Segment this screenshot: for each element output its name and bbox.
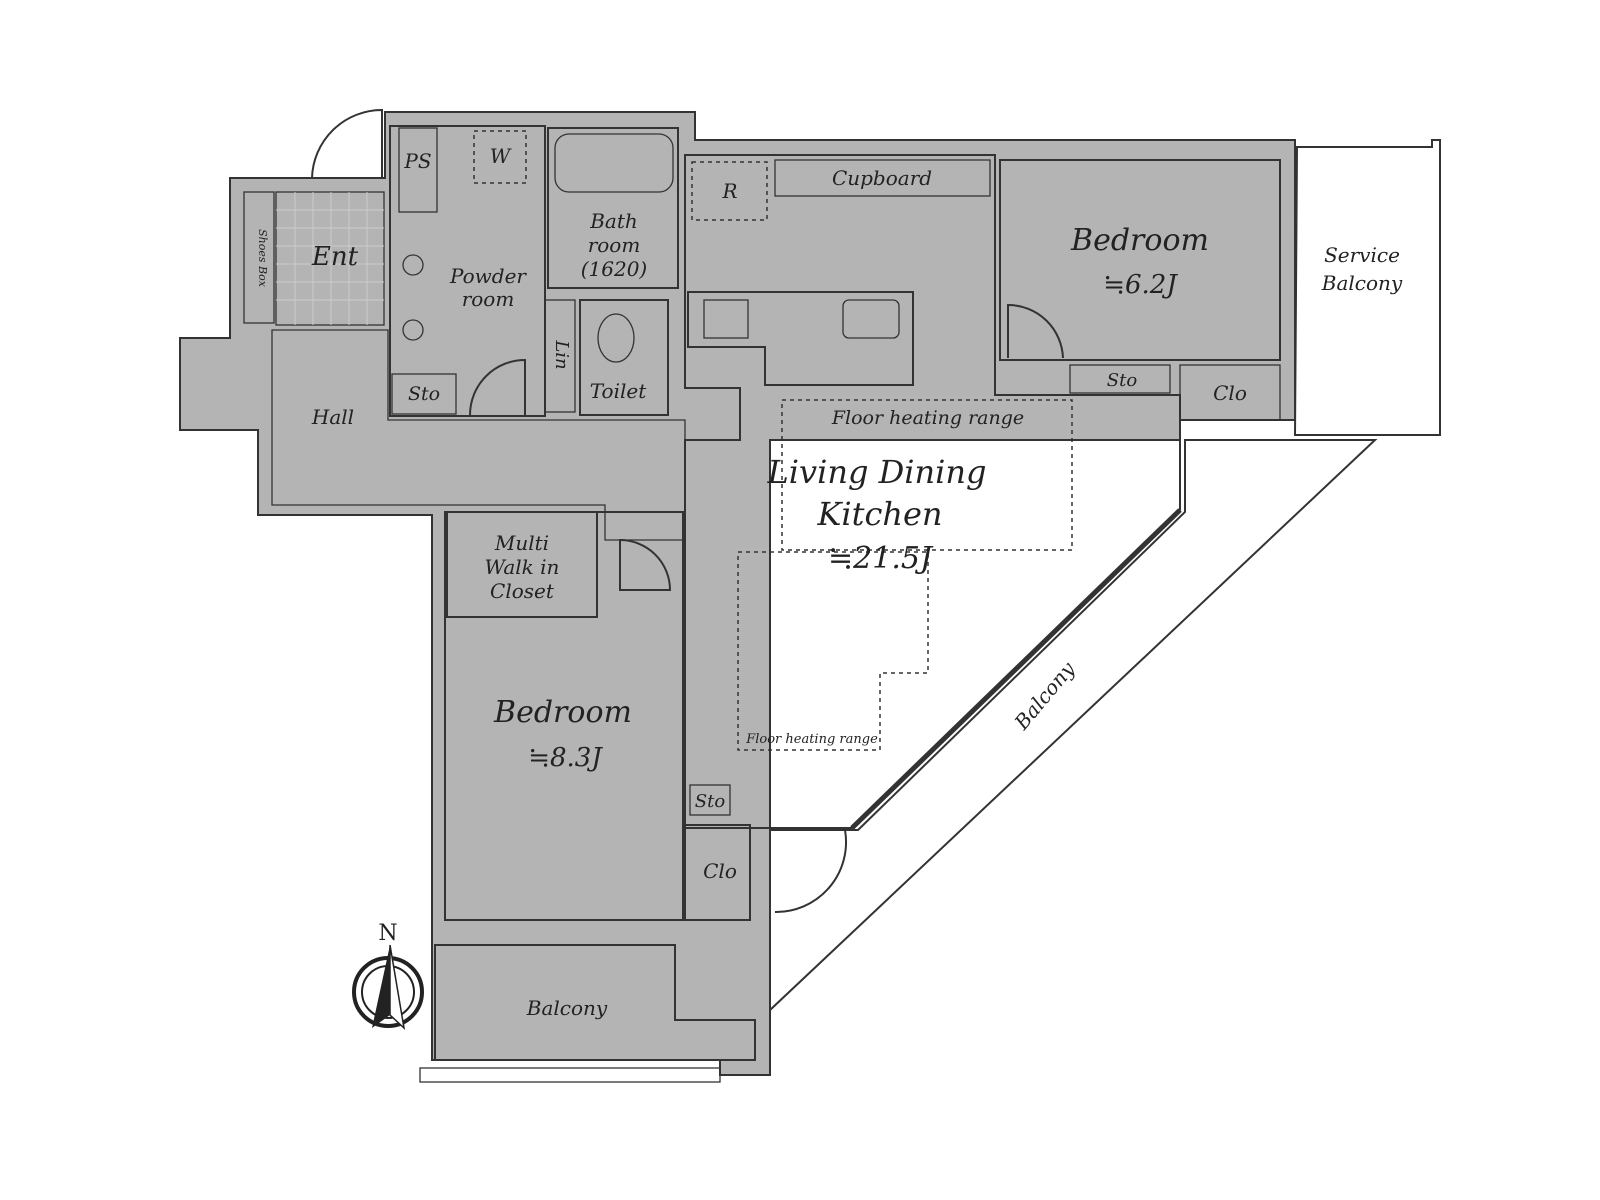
storage-label: Sto: [408, 383, 440, 405]
bathroom: [547, 127, 679, 289]
closet-bedroom-2: [684, 824, 751, 921]
toilet-room: [579, 299, 669, 416]
storage-label: Sto: [695, 791, 726, 812]
storage-label: Sto: [1107, 370, 1138, 391]
shoes-box-label: Shoes Box: [256, 229, 269, 288]
floor-heating-range: [737, 551, 929, 751]
window-sash: [850, 508, 1182, 830]
linen-closet: [544, 299, 576, 413]
pipe-space: [398, 127, 438, 213]
powder-room-label: Powder: [449, 264, 527, 288]
balcony-rail: [419, 1067, 721, 1083]
entrance-tiles: [276, 192, 384, 325]
closet-bedroom: [1179, 364, 1281, 421]
closet-label: Clo: [1213, 381, 1247, 405]
ldk-door[interactable]: [774, 829, 848, 914]
sink-icon: [402, 254, 424, 276]
floor-heating-label: Floor heating range: [831, 407, 1024, 429]
north-compass-icon: [352, 944, 424, 1031]
ldk-size: ≒21.5J: [828, 541, 934, 576]
powder-room: [389, 125, 546, 417]
ldk-label: Living Dining: [767, 453, 987, 491]
balcony-bottom: [434, 944, 756, 1061]
service-balcony: [1293, 139, 1441, 436]
closet-label: Closet: [490, 579, 555, 603]
toilet-label: Toilet: [590, 379, 647, 403]
washer-space: [473, 130, 527, 184]
bedroom-door[interactable]: [619, 538, 672, 591]
shoes-box: [243, 191, 275, 324]
floor-heating-range: [781, 399, 1073, 551]
kitchen-sink-icon: [842, 299, 900, 339]
closet-label: Multi: [494, 531, 549, 555]
closet-label: Clo: [703, 859, 737, 883]
washer-label: W: [490, 144, 512, 168]
service-balcony-label: Service: [1324, 243, 1400, 267]
service-balcony-label: Balcony: [1321, 271, 1403, 295]
storage-ldk: [689, 784, 731, 816]
bathroom-label: room: [588, 233, 641, 257]
closet-label: Walk in: [485, 555, 560, 579]
kitchen-counter: [687, 291, 914, 386]
bedroom-size: ≒8.3J: [528, 743, 603, 773]
powder-room-label: room: [462, 287, 515, 311]
entrance-label: Ent: [311, 242, 359, 272]
north-label: N: [378, 921, 397, 946]
toilet-icon: [597, 313, 635, 363]
refrigerator-space: [691, 161, 768, 221]
hall-label: Hall: [311, 405, 354, 429]
cupboard: [774, 159, 991, 197]
front-door[interactable]: [311, 108, 383, 179]
entrance-floor: [275, 191, 385, 326]
bathtub-icon: [554, 133, 674, 193]
ps-label: PS: [403, 149, 431, 173]
bedroom-door[interactable]: [1007, 303, 1064, 359]
bathroom-label: Bath: [589, 209, 638, 233]
ldk-label: Kitchen: [816, 495, 942, 533]
stove-icon: [703, 299, 749, 339]
balcony-label: Balcony: [526, 996, 608, 1020]
storage-powder: [391, 373, 457, 415]
linen-label: Lin: [551, 339, 572, 369]
sink-icon: [402, 319, 424, 341]
cupboard-label: Cupboard: [832, 166, 932, 190]
bedroom-label: Bedroom: [493, 695, 632, 730]
outer-wall: [179, 111, 1296, 1076]
storage-bedroom: [1069, 364, 1171, 394]
bedroom-label: Bedroom: [1070, 223, 1209, 258]
floor-heating-label: Floor heating range: [745, 732, 878, 747]
powder-door[interactable]: [469, 358, 526, 416]
refrigerator-label: R: [721, 179, 737, 203]
multi-walk-in-closet: [446, 511, 598, 618]
bathroom-size: (1620): [581, 257, 648, 281]
bedroom-size: ≒6.2J: [1103, 270, 1178, 300]
balcony-diagonal: [769, 439, 1378, 1013]
bedroom-6-2: [999, 159, 1281, 361]
